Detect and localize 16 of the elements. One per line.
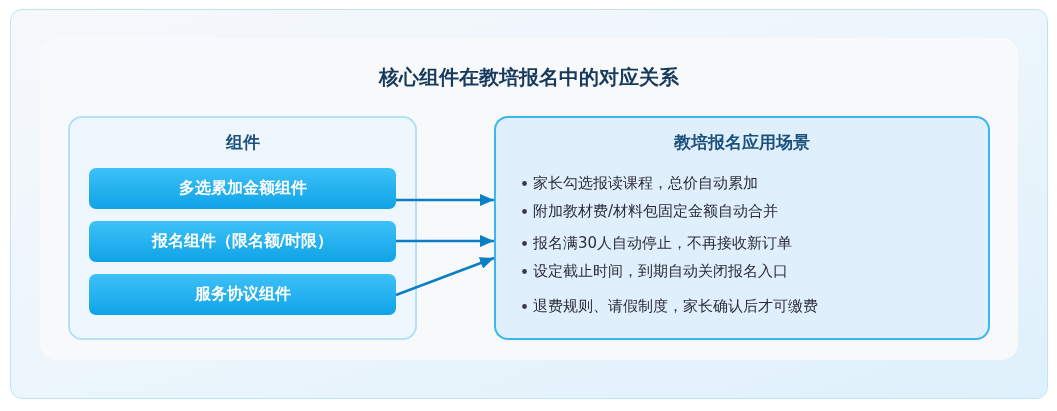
component-box: 多选累加金额组件 — [89, 168, 396, 209]
arrow — [395, 256, 495, 297]
list-item: 附加教材费/材料包固定金额自动合并 — [533, 201, 779, 222]
list-item: 退费规则、请假制度，家长确认后才可缴费 — [533, 296, 818, 317]
panel-heading: 教培报名应用场景 — [674, 131, 810, 154]
scenario-panel — [494, 116, 990, 340]
component-panel — [68, 116, 417, 340]
arrow — [396, 235, 494, 247]
list-item: 报名满30人自动停止，不再接收新订单 — [533, 233, 793, 254]
component-box: 报名组件（限名额/时限） — [89, 221, 396, 262]
list-item: 设定截止时间，到期自动关闭报名入口 — [533, 261, 788, 282]
list-item: 家长勾选报读课程，总价自动累加 — [533, 173, 758, 194]
component-box: 服务协议组件 — [89, 274, 396, 315]
arrow — [396, 194, 494, 206]
panel-heading: 组件 — [225, 131, 260, 154]
diagram-title: 核心组件在教培报名中的对应关系 — [379, 64, 679, 91]
